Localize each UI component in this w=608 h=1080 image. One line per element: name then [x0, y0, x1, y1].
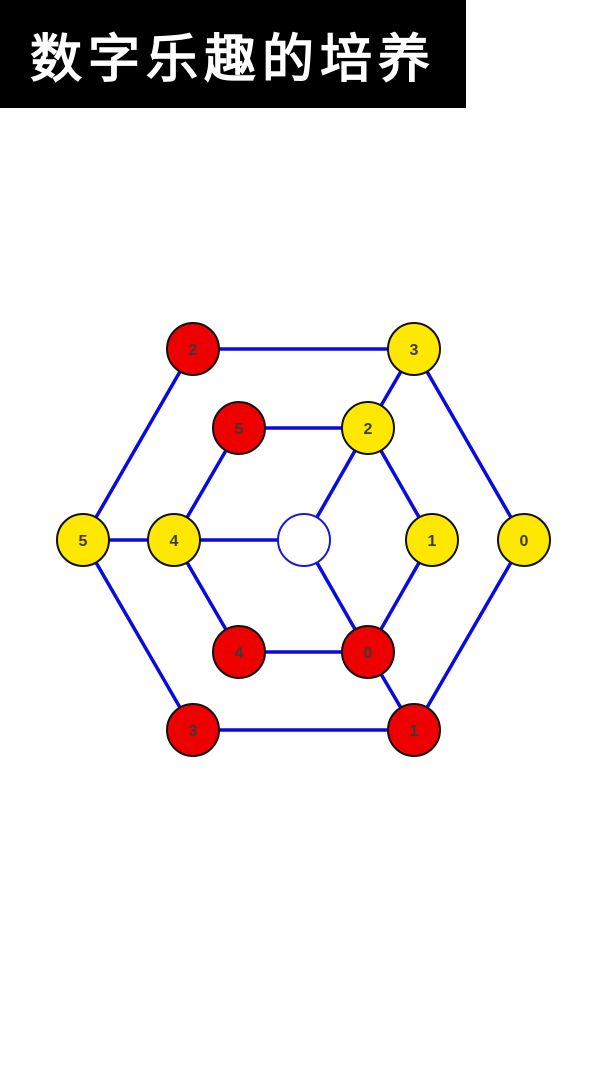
- node-value: 4: [235, 645, 244, 662]
- node-center[interactable]: [277, 513, 331, 567]
- node-inner-bottom-right[interactable]: 0: [341, 625, 395, 679]
- page-title: 数字乐趣的培养: [29, 29, 436, 90]
- red-token-circle[interactable]: [387, 703, 441, 757]
- edge-line: [412, 348, 526, 541]
- edge-line: [412, 539, 526, 731]
- node-value: 5: [235, 421, 244, 438]
- red-token-circle[interactable]: [212, 401, 266, 455]
- node-inner-top-left[interactable]: 5: [212, 401, 266, 455]
- yellow-token-circle[interactable]: [497, 513, 551, 567]
- node-layer: 2 3 5 2 5 4 1 0 4 0 3 1: [56, 322, 551, 757]
- red-token-circle[interactable]: [166, 322, 220, 376]
- node-value: 1: [410, 723, 419, 740]
- yellow-token-circle[interactable]: [147, 513, 201, 567]
- yellow-token-circle[interactable]: [56, 513, 110, 567]
- title-banner: 数字乐趣的培养: [0, 0, 466, 108]
- node-outer-top-right[interactable]: 3: [387, 322, 441, 376]
- node-outer-bottom-left[interactable]: 3: [166, 703, 220, 757]
- empty-slot-circle[interactable]: [277, 513, 331, 567]
- node-outer-right[interactable]: 0: [497, 513, 551, 567]
- yellow-token-circle[interactable]: [387, 322, 441, 376]
- node-value: 4: [170, 533, 179, 550]
- red-token-circle[interactable]: [212, 625, 266, 679]
- node-value: 1: [428, 533, 437, 550]
- node-value: 2: [364, 421, 373, 438]
- node-value: 5: [79, 533, 88, 550]
- node-inner-right[interactable]: 1: [405, 513, 459, 567]
- yellow-token-circle[interactable]: [341, 401, 395, 455]
- node-value: 3: [410, 342, 419, 359]
- node-value: 0: [520, 533, 529, 550]
- node-value: 2: [189, 342, 198, 359]
- node-outer-bottom-right[interactable]: 1: [387, 703, 441, 757]
- node-inner-top-right[interactable]: 2: [341, 401, 395, 455]
- node-outer-left[interactable]: 5: [56, 513, 110, 567]
- node-inner-left[interactable]: 4: [147, 513, 201, 567]
- yellow-token-circle[interactable]: [405, 513, 459, 567]
- red-token-circle[interactable]: [166, 703, 220, 757]
- node-value: 0: [364, 645, 373, 662]
- red-token-circle[interactable]: [341, 625, 395, 679]
- node-value: 3: [189, 723, 198, 740]
- node-outer-top-left[interactable]: 2: [166, 322, 220, 376]
- edge-line: [81, 348, 195, 541]
- edge-line: [81, 539, 195, 731]
- node-inner-bottom-left[interactable]: 4: [212, 625, 266, 679]
